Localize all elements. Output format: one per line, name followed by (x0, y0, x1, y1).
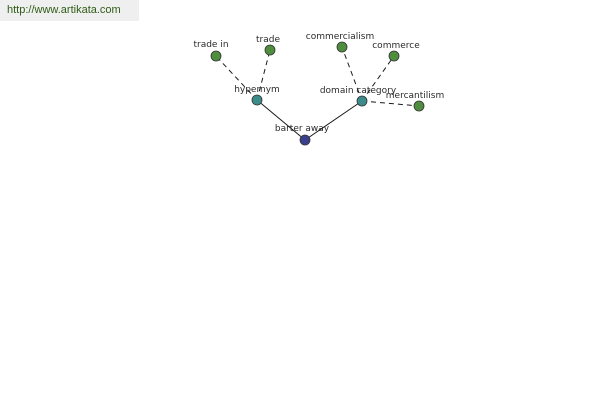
edge-domain-category-mercantilism (361, 100, 420, 107)
node-domain-category (356, 95, 368, 107)
edge-domain-category-commercialism (341, 46, 363, 102)
node-label-trade[interactable]: trade (256, 35, 280, 45)
node-trade-in[interactable] (210, 50, 222, 62)
node-commercialism[interactable] (336, 41, 348, 53)
node-label-root[interactable]: barter away (275, 124, 330, 134)
node-mercantilism[interactable] (413, 100, 425, 112)
node-label-trade-in[interactable]: trade in (193, 40, 228, 50)
graph-edges (215, 46, 420, 141)
node-label-commercialism[interactable]: commercialism (306, 32, 374, 42)
node-label-mercantilism[interactable]: mercantilism (386, 91, 444, 101)
graph-labels: barter away hypernym domain category tra… (193, 32, 444, 134)
node-trade[interactable] (264, 44, 276, 56)
node-label-hypernym: hypernym (234, 85, 280, 95)
edge-domain-category-commerce (361, 55, 395, 102)
graph-nodes (210, 41, 425, 146)
node-label-commerce[interactable]: commerce (372, 41, 420, 51)
edge-root-hypernym (256, 99, 306, 141)
edge-root-domain-category (304, 100, 363, 141)
node-label-domain-category: domain category (320, 86, 397, 96)
node-hypernym (251, 94, 263, 106)
site-link-box[interactable]: http://www.artikata.com (0, 0, 139, 21)
node-root[interactable] (299, 134, 311, 146)
site-link[interactable]: http://www.artikata.com (7, 4, 121, 16)
edge-hypernym-trade-in (215, 55, 258, 101)
node-commerce[interactable] (388, 50, 400, 62)
